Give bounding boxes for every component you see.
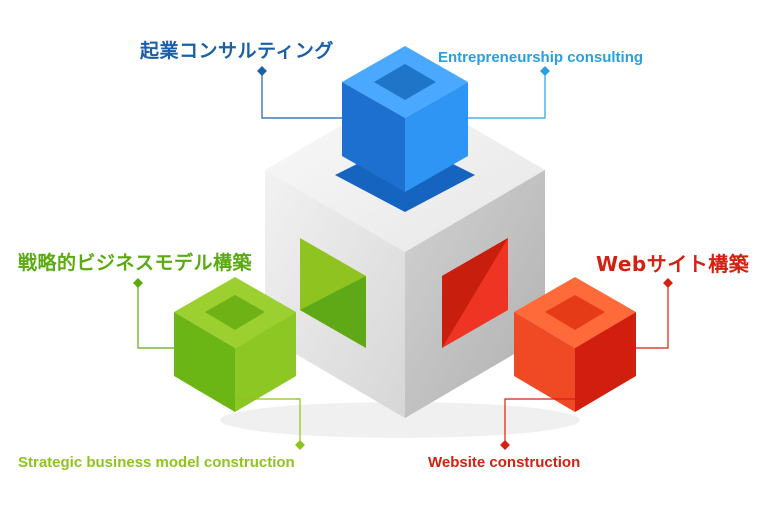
connector-bottom-right	[504, 398, 575, 444]
connector-dot	[295, 440, 305, 450]
green-cube-hole	[205, 295, 265, 330]
connector-dot	[540, 66, 550, 76]
connector-dot	[257, 66, 267, 76]
label-top-en: Entrepreneurship consulting	[438, 49, 644, 66]
central-cube	[265, 88, 545, 418]
connector-top-left	[261, 72, 342, 119]
label-left-en: Strategic business model construction	[18, 454, 295, 471]
green-window-shade	[300, 276, 366, 348]
connector-left	[137, 283, 174, 349]
red-window-shade	[442, 238, 508, 348]
floor-shadow	[220, 402, 580, 438]
blue-cube-left-face	[342, 82, 405, 192]
connector-dot	[133, 278, 143, 288]
blue-cube	[335, 46, 475, 212]
green-cube-right-face	[235, 312, 296, 412]
red-cube-hole	[545, 295, 605, 330]
blue-cube-hole	[374, 64, 436, 100]
red-cube	[514, 277, 636, 412]
label-right-jp: Webサイト構築	[596, 252, 750, 276]
red-cube-right-face	[575, 312, 636, 412]
connector-dot	[663, 278, 673, 288]
label-right-en: Website construction	[428, 454, 581, 471]
blue-cube-right-face	[405, 82, 468, 192]
connector-dot	[500, 440, 510, 450]
red-cube-left-face	[514, 312, 575, 412]
connector-right	[636, 283, 669, 349]
label-left-jp: 戦略的ビジネスモデル構築	[18, 252, 253, 274]
green-cube	[174, 277, 296, 412]
connector-top-right	[468, 72, 546, 119]
label-top-jp: 起業コンサルティング	[140, 40, 334, 62]
green-cube-left-face	[174, 312, 235, 412]
